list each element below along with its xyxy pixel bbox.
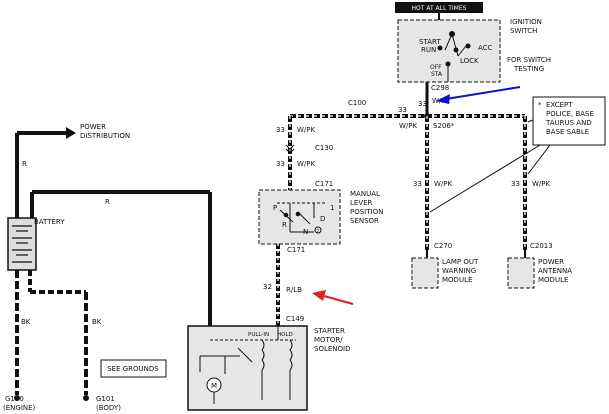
blue-arrow [436,86,521,104]
starter-solenoid-box [187,325,308,411]
lamp-module-title-1: LAMP OUT [442,258,479,266]
starter-motor-label: M [211,382,217,390]
wire-33-ign: 33 [418,100,427,108]
wire-r2: R [105,198,110,206]
wire-bk-1: BK [21,318,31,326]
starter-title-1: STARTER [314,327,345,335]
manual-lever-title-2: LEVER [350,199,373,207]
except-note-box [532,96,606,146]
ignition-title-2: SWITCH [510,27,537,35]
connector-c270: C270 [434,242,452,250]
ground-g100-sub: (ENGINE) [3,404,36,412]
ignition-switch-symbol [437,31,471,82]
ignition-title-1: IGNITION [510,18,542,26]
except-note-line3: TAURUS AND [545,119,592,127]
wire-r: R [22,160,27,168]
wire-wpk-top-mid: W/PK [399,122,418,130]
hot-banner-text: HOT AT ALL TIMES [412,5,467,12]
connector-c298: C298 [431,84,449,92]
lever-pos-n: N [303,228,308,236]
connector-c100: C100 [348,99,366,107]
battery-label: BATTERY [34,218,65,226]
power-antenna-module-box [507,257,535,289]
see-grounds-text: SEE GROUNDS [107,365,159,373]
wire-33-top-left: 33 [276,126,285,134]
starter-title-3: SOLENOID [314,345,350,353]
ground-g100-dot [14,395,20,401]
power-distribution-line1: POWER [80,123,106,131]
manual-lever-title-1: MANUAL [350,190,380,198]
starter-circuit [199,326,296,404]
ground-g100: G100 [5,395,24,403]
wire-33-top-mid: 33 [398,106,407,114]
antenna-module-title-2: ANTENNA [538,267,572,275]
wire-wpk-left-c130: W/PK [297,160,316,168]
connector-c130: C130 [315,144,333,152]
lever-sensor-symbol [277,202,326,234]
antenna-module-title-1: POWER [538,258,564,266]
lamp-module-title-3: MODULE [442,276,472,284]
ignition-note-2: TESTING [513,65,544,73]
ignition-pos-lock: LOCK [460,57,479,65]
ground-g101-dot [83,395,89,401]
wire-wpk-top-left: W/PK [297,126,316,134]
lamp-module-title-2: WARNING [442,267,476,275]
ignition-switch-box [397,19,501,83]
except-note-line1: EXCEPT [546,101,573,109]
ignition-pos-acc: ACC [478,44,493,52]
starter-title-2: MOTOR/ [314,336,343,344]
ground-g101-sub: (BODY) [96,404,121,412]
ignition-pos-start: START [419,38,441,46]
wire-wpk-ant: W/PK [532,180,551,188]
red-arrow [312,290,354,305]
battery-box [7,217,37,271]
manual-lever-sensor-box [258,189,341,245]
lever-pos-r: R [282,221,287,229]
wire-33-left-c130: 33 [276,160,285,168]
wire-32: 32 [263,283,272,291]
ignition-pos-run: RUN [421,46,436,54]
lamp-out-module-box [411,257,439,289]
starter-hold: HOLD [277,332,293,338]
wire-bk-2: BK [92,318,102,326]
ground-g101: G101 [96,395,115,403]
antenna-module-title-3: MODULE [538,276,568,284]
ignition-pos-off: OFF [430,64,442,71]
manual-lever-title-3: POSITION [350,208,383,216]
lever-pos-d: D [320,215,325,223]
battery-symbol [12,225,32,263]
wire-33-lamp: 33 [413,180,422,188]
ignition-note-1: FOR SWITCH [507,56,551,64]
connector-c2013: C2013 [530,242,553,250]
power-distribution-line2: DISTRIBUTION [80,132,130,140]
connector-c171-bottom: C171 [287,246,305,254]
except-note-line4: BASE SABLE [546,128,589,136]
starter-pull-in: PULL-IN [248,332,269,338]
wire-33-ant: 33 [511,180,520,188]
lever-pos-p: P [273,204,277,212]
power-distribution-arrow [66,127,76,139]
svg-text:*: * [538,101,542,109]
lever-pos-1: 1 [330,204,334,212]
connector-c149: C149 [286,315,304,323]
splice-s206: S206* [433,122,455,130]
wire-rlb: R/LB [286,286,302,294]
lever-pos-2: 2 [316,229,319,235]
see-grounds-box [100,359,167,378]
manual-lever-title-4: SENSOR [350,217,379,225]
connector-c171-top: C171 [315,180,333,188]
hot-banner-box [395,2,483,13]
except-note-line2: POLICE, BASE [546,110,594,118]
ignition-pos-sta: STA [431,71,443,78]
wire-wpk-lamp: W/PK [434,180,453,188]
starter-motor-symbol [206,377,222,393]
